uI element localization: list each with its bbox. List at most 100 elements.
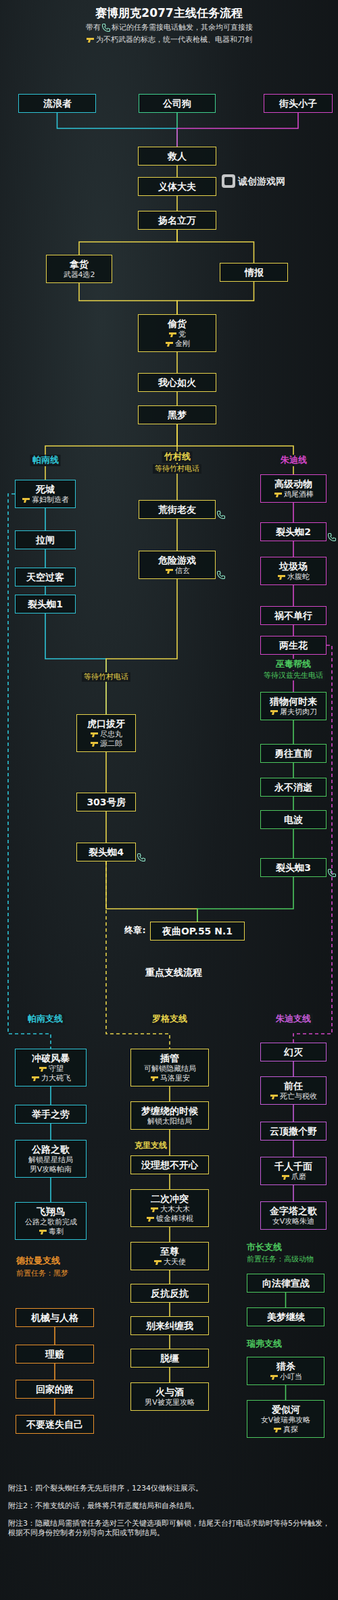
box-title: 举手之劳 <box>18 1108 84 1121</box>
label-text: 帕南线 <box>30 454 61 467</box>
box-subtext: 守望 <box>48 1064 64 1075</box>
sub-row: 金刚 <box>141 339 213 349</box>
flow-line <box>105 811 107 843</box>
box-title: 虎口拔牙 <box>79 717 133 731</box>
weapon-icon <box>281 1174 291 1181</box>
phone-shape <box>327 534 336 542</box>
flow-line <box>292 1105 295 1123</box>
box-title: 回家的路 <box>18 1383 91 1396</box>
process-box: 我心如火 <box>137 373 217 393</box>
box-title: 我心如火 <box>141 376 213 389</box>
weapon-icon <box>269 1374 279 1382</box>
sub-row: 镀金棒球棍 <box>133 1214 206 1225</box>
process-box: 情报 <box>219 262 288 282</box>
box-title: 黑梦 <box>141 408 213 422</box>
flow-line <box>50 1178 52 1203</box>
flow-line <box>105 752 107 793</box>
sub-row: 水腹蛇 <box>263 572 324 583</box>
label-text: 附注3：隐藏结局需插管任务选对三个关键选项即可解锁，结尾天台打电话求助时等待5分… <box>8 1519 330 1540</box>
box-title: 爱似河 <box>250 1404 322 1417</box>
box-subtext: 毒刺 <box>48 1227 64 1238</box>
weapon-icon <box>269 1093 279 1101</box>
phone-icon <box>327 869 336 878</box>
process-box: 千人千面爪磨 <box>260 1157 327 1186</box>
flow-line <box>106 861 198 923</box>
box-title: 飞翔鸟 <box>18 1205 84 1219</box>
label-text: 朱迪线 <box>278 454 309 467</box>
box-subtext: 爪磨 <box>291 1172 307 1183</box>
box-subtext: 马洛里安 <box>160 1074 190 1084</box>
process-box: 垃圾场水腹蛇 <box>260 557 327 586</box>
process-box: 勇往直前 <box>260 744 327 764</box>
flow-line <box>54 1364 56 1381</box>
label-text: 前置任务：高级动物 <box>246 1255 314 1265</box>
weapon-icon <box>273 1427 282 1434</box>
sub-row: 武器4选2 <box>49 270 109 280</box>
flow-line <box>292 1061 295 1077</box>
label-text: 德拉曼支线 <box>16 1256 61 1268</box>
box-subtext: 鸡尾酒棒 <box>283 490 314 500</box>
box-title: 救人 <box>141 150 213 163</box>
process-box: 街头小子 <box>263 93 333 113</box>
process-box: 天空过客 <box>14 567 76 587</box>
process-box: 机械与人格 <box>15 1308 94 1328</box>
process-box: 冲破风暴守望力大砘飞 <box>14 1049 87 1088</box>
sub-row: 党 <box>141 329 213 340</box>
flow-line <box>44 549 46 568</box>
phone-shape <box>137 854 145 862</box>
process-box: 火与酒男V被克里攻略 <box>130 1383 209 1412</box>
sub-row: 力大砘飞 <box>18 1074 84 1084</box>
box-title: 扬名立万 <box>141 214 213 227</box>
flow-line <box>292 585 295 607</box>
label-text: 罗格支线 <box>150 1014 190 1026</box>
process-box: 插管可解锁隐藏结局马洛里安 <box>130 1049 209 1088</box>
box-title: 梦缠绕的时候 <box>133 1105 206 1118</box>
box-subtext: 尽忠丸 <box>100 730 123 740</box>
process-box: 虎口拔牙尽忠丸源二郎 <box>76 714 136 753</box>
box-title: 脱缰 <box>133 1352 206 1365</box>
flow-line <box>292 797 295 811</box>
weapon-icon <box>269 709 279 716</box>
watermark-logo <box>221 174 236 188</box>
label-text: 为不朽武器的标志，统一代表枪械、电器和刀剑 <box>95 35 253 45</box>
weapon-icon <box>38 1066 48 1073</box>
flow-line <box>292 829 295 859</box>
sub-row: 男V攻略帕南 <box>18 1165 84 1175</box>
label-text: 朱迪支线 <box>273 1014 313 1026</box>
label-text: 克里支线 <box>132 1141 169 1152</box>
weapon-shape <box>150 1076 159 1082</box>
box-title: 勇往直前 <box>263 747 324 760</box>
box-subtext: 水腹蛇 <box>287 572 310 583</box>
box-title: 天空过客 <box>18 571 73 584</box>
sub-row: 女V攻略朱迪 <box>263 1217 324 1227</box>
flow-line <box>176 352 178 374</box>
box-title: 死城 <box>18 483 73 496</box>
box-title: 夜曲OP.55 N.1 <box>153 925 242 938</box>
sub-row: 鸡尾酒棒 <box>263 490 324 500</box>
box-title: 金字塔之歌 <box>263 1205 324 1218</box>
flow-line <box>169 1174 171 1190</box>
phone-shape <box>216 511 225 520</box>
sub-row: 解锁太阳结局 <box>133 1117 206 1127</box>
phone-shape <box>102 24 110 32</box>
process-box: 祸不单行 <box>260 606 327 626</box>
sub-row: 死亡与税收 <box>263 1092 324 1102</box>
sub-row: 尽忠丸 <box>79 730 133 740</box>
phone-shape <box>216 571 225 580</box>
process-box: 拿货武器4选2 <box>45 254 113 284</box>
sub-row: 可解锁隐藏结局 <box>133 1064 206 1075</box>
process-box: 拉闸 <box>14 530 76 550</box>
flow-line <box>169 1368 171 1384</box>
weapon-shape <box>270 710 278 716</box>
process-box: 幻灭 <box>260 1043 327 1062</box>
weapon-shape <box>90 742 99 747</box>
sub-row: 男V被克里攻略 <box>133 1398 206 1409</box>
box-title: 向法律宣战 <box>250 1277 322 1290</box>
label-text: 瑞弗支线 <box>246 1339 282 1351</box>
flow-line <box>169 1270 171 1285</box>
label-text: 带有 <box>85 22 101 33</box>
box-title: 流浪者 <box>21 97 93 110</box>
box-title: 危险游戏 <box>141 554 213 567</box>
label-text: 重点支线流程 <box>145 966 203 979</box>
